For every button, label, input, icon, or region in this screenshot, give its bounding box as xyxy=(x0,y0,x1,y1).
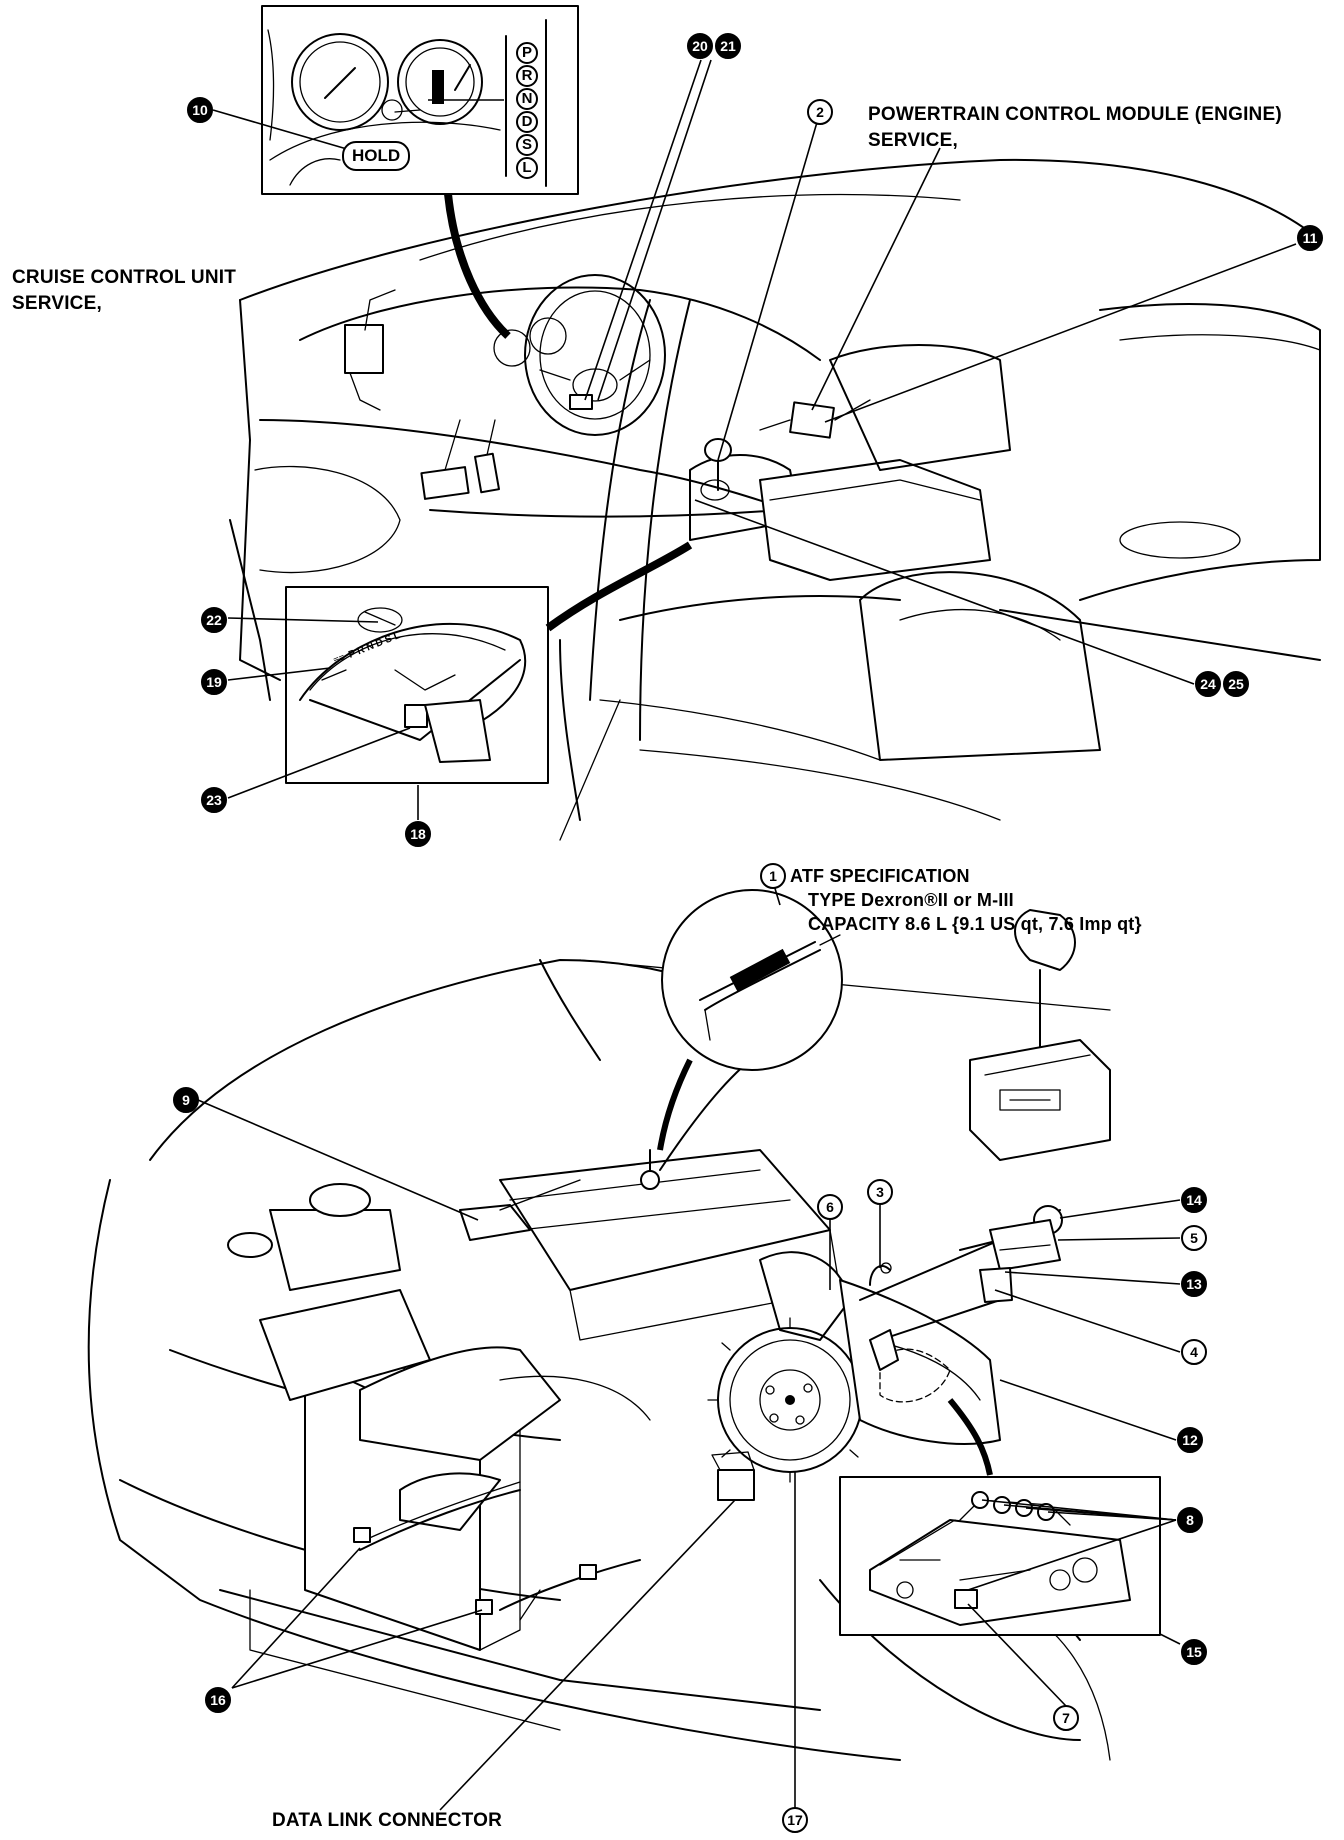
callout-25: 25 xyxy=(1223,671,1249,697)
callout-12: 12 xyxy=(1177,1427,1203,1453)
callout-9: 9 xyxy=(173,1087,199,1113)
callout-3: 3 xyxy=(867,1179,893,1205)
callout-24: 24 xyxy=(1195,671,1221,697)
atf-spec-label: ATF SPECIFICATION TYPE Dexron®II or M-II… xyxy=(790,864,1142,936)
gear-indicator-p: P xyxy=(516,42,538,64)
callout-15: 15 xyxy=(1181,1639,1207,1665)
leader-lines xyxy=(197,59,1297,1811)
valve-body-pointer xyxy=(947,1398,993,1476)
atf-spec-type: TYPE Dexron®II or M-III xyxy=(808,890,1014,910)
atf-spec-title: ATF SPECIFICATION xyxy=(790,866,970,886)
atf-pointer xyxy=(657,1058,693,1151)
callout-10: 10 xyxy=(187,97,213,123)
callout-17: 17 xyxy=(782,1807,808,1833)
callout-20: 20 xyxy=(687,33,713,59)
pcm-label-line1: POWERTRAIN CONTROL MODULE (ENGINE) xyxy=(868,104,1282,125)
cruise-control-label-line2: SERVICE, xyxy=(12,293,102,314)
cruise-control-label: CRUISE CONTROL UNIT SERVICE, xyxy=(12,265,236,317)
callout-8: 8 xyxy=(1177,1507,1203,1533)
cruise-control-label-line1: CRUISE CONTROL UNIT xyxy=(12,267,237,288)
shifter-inset: P R N D S L ≡≡ xyxy=(285,586,549,784)
hold-indicator: HOLD xyxy=(342,141,411,171)
cluster-pointer xyxy=(444,193,511,339)
interior-view xyxy=(229,158,1321,841)
callout-21: 21 xyxy=(715,33,741,59)
engine-bay-view xyxy=(87,909,1111,1761)
gear-indicator-d: D xyxy=(516,111,538,133)
callout-1: 1 xyxy=(760,863,786,889)
callout-19: 19 xyxy=(201,669,227,695)
gear-indicator-r: R xyxy=(516,65,538,87)
callout-6: 6 xyxy=(817,1194,843,1220)
callout-18: 18 xyxy=(405,821,431,847)
callout-23: 23 xyxy=(201,787,227,813)
callout-2: 2 xyxy=(807,99,833,125)
callout-5: 5 xyxy=(1181,1225,1207,1251)
atf-spec-capacity: CAPACITY 8.6 L {9.1 US qt, 7.6 Imp qt} xyxy=(808,914,1142,934)
callout-7: 7 xyxy=(1053,1705,1079,1731)
valve-body-inset xyxy=(839,1476,1161,1636)
callout-22: 22 xyxy=(201,607,227,633)
pcm-label: POWERTRAIN CONTROL MODULE (ENGINE) SERVI… xyxy=(868,102,1282,154)
callout-11: 11 xyxy=(1297,225,1323,251)
callout-16: 16 xyxy=(205,1687,231,1713)
callout-4: 4 xyxy=(1181,1339,1207,1365)
svg-text:≡≡: ≡≡ xyxy=(332,652,347,667)
callout-14: 14 xyxy=(1181,1187,1207,1213)
gear-indicator-s: S xyxy=(516,134,538,156)
atf-dipstick-inset xyxy=(661,889,843,1071)
callout-13: 13 xyxy=(1181,1271,1207,1297)
shifter-pointer xyxy=(545,541,693,632)
gear-indicator-l: L xyxy=(516,157,538,179)
gear-indicator-n: N xyxy=(516,88,538,110)
pcm-label-line2: SERVICE, xyxy=(868,130,958,151)
data-link-connector-label: DATA LINK CONNECTOR xyxy=(272,1810,503,1831)
